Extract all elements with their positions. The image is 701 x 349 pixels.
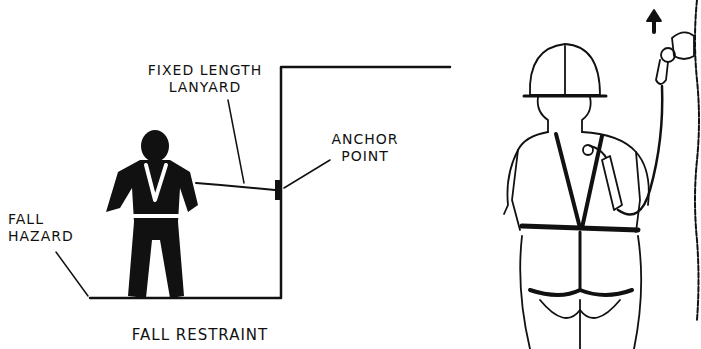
floor-wall-roof <box>90 67 450 298</box>
callout-label: FALL HAZARD <box>8 211 88 245</box>
callout-label: FIXED LENGTH LANYARD <box>130 62 280 96</box>
hard-hat <box>530 44 600 95</box>
caption: FALL RESTRAINT <box>100 327 300 344</box>
hard-hat-ridge <box>564 46 566 95</box>
harness-straps <box>134 165 178 216</box>
anchor-point <box>275 180 282 200</box>
fall-restraint-scene <box>56 67 450 298</box>
leader-line <box>284 160 330 188</box>
arrow <box>647 10 661 21</box>
lanyard <box>618 86 662 215</box>
lifeline-rope <box>695 0 699 320</box>
leader-line <box>56 252 88 296</box>
rope-grab <box>661 48 675 62</box>
harness-strap <box>579 232 582 290</box>
arms <box>504 150 649 214</box>
callout-label: ANCHOR POINT <box>320 131 410 165</box>
worker-back-view <box>504 0 699 349</box>
harness-waist-strap <box>522 226 638 230</box>
lanyard <box>196 183 275 190</box>
carabiner <box>656 60 668 84</box>
hips <box>520 236 641 349</box>
worker-silhouette <box>106 130 198 298</box>
buttocks <box>579 300 581 349</box>
leader-line <box>228 100 244 183</box>
torso <box>512 132 640 232</box>
shock-absorber <box>602 156 622 210</box>
head <box>538 97 591 132</box>
